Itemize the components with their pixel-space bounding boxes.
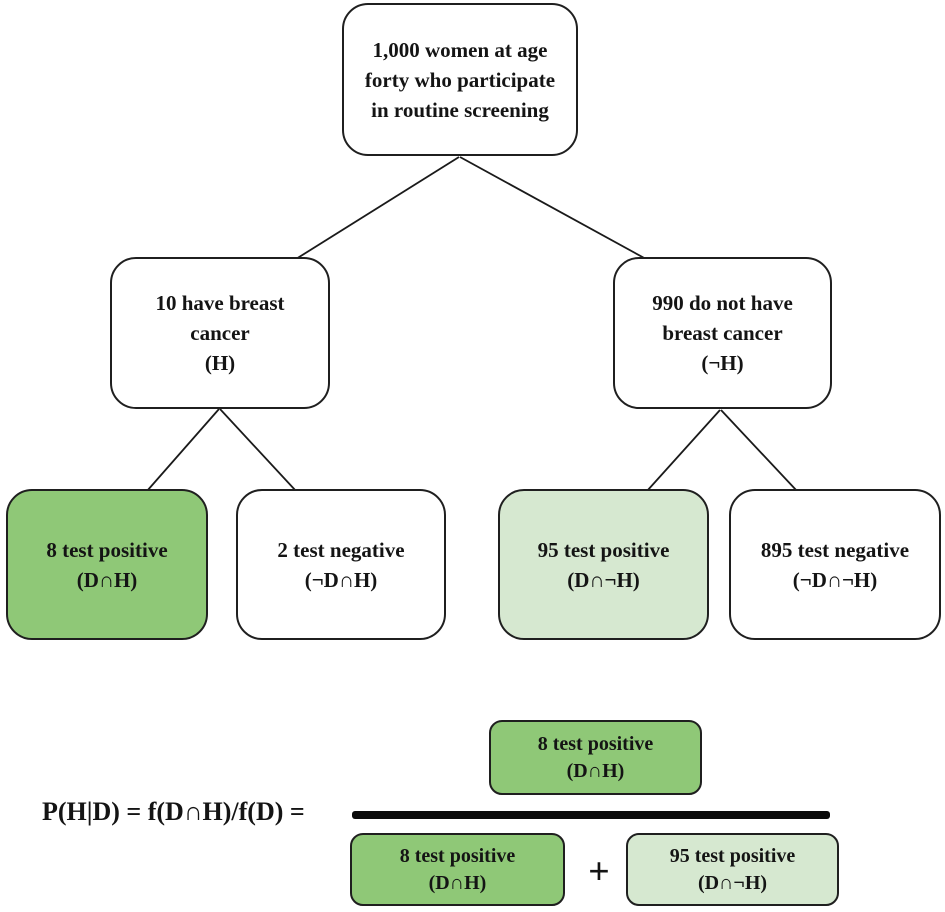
node-text-line: (¬D∩¬H): [792, 567, 878, 592]
formula-box-line: (D∩H): [566, 759, 625, 782]
node-text-line: 10 have breast: [155, 291, 285, 315]
node-test-negative-no-cancer: 895 test negative (¬D∩¬H): [729, 489, 941, 640]
connector-root-to-have-cancer: [295, 156, 460, 260]
formula-numerator-box: 8 test positive (D∩H): [489, 720, 702, 795]
node-text-line: in routine screening: [371, 97, 549, 122]
node-test-positive-with-cancer: 8 test positive (D∩H): [6, 489, 208, 640]
node-text-line: breast cancer: [662, 321, 783, 345]
node-root-population: 1,000 women at age forty who participate…: [342, 3, 578, 156]
formula-lhs: P(H|D) = f(D∩H)/f(D) =: [42, 797, 305, 826]
connector-no-cancer-to-test-positive: [646, 409, 721, 492]
connector-have-cancer-to-test-positive: [146, 408, 220, 492]
connector-no-cancer-to-test-negative: [720, 409, 798, 492]
node-text-line: (H): [204, 351, 236, 375]
node-text-line: 95 test positive: [537, 537, 670, 562]
formula-box-line: 8 test positive: [399, 844, 516, 867]
formula-denominator-right-box: 95 test positive (D∩¬H): [626, 833, 839, 906]
node-text-line: forty who participate: [364, 67, 556, 92]
formula-box-line: (D∩H): [428, 871, 487, 894]
node-have-cancer: 10 have breast cancer (H): [110, 257, 330, 409]
plus-operator: +: [588, 851, 610, 893]
node-text-line: cancer: [190, 321, 250, 345]
node-text-line: 990 do not have: [652, 291, 793, 315]
node-text-line: 895 test negative: [760, 537, 910, 562]
node-text-line: (D∩¬H): [567, 567, 640, 592]
connector-have-cancer-to-test-negative: [219, 408, 297, 492]
fraction-bar: [352, 811, 830, 819]
formula-box-line: 95 test positive: [669, 844, 796, 867]
formula-box-line: 8 test positive: [537, 732, 654, 755]
formula-box-line: (D∩¬H): [697, 871, 768, 894]
node-text-line: 1,000 women at age: [372, 37, 548, 62]
node-text-line: (D∩H): [76, 567, 138, 592]
node-text-line: 8 test positive: [46, 537, 168, 562]
node-test-positive-no-cancer: 95 test positive (D∩¬H): [498, 489, 709, 640]
node-test-negative-with-cancer: 2 test negative (¬D∩H): [236, 489, 446, 640]
node-text-line: (¬H): [701, 351, 744, 375]
node-text-line: 2 test negative: [277, 537, 405, 562]
connector-root-to-no-cancer: [459, 156, 647, 260]
node-no-cancer: 990 do not have breast cancer (¬H): [613, 257, 832, 409]
node-text-line: (¬D∩H): [304, 567, 378, 592]
formula-denominator-left-box: 8 test positive (D∩H): [350, 833, 565, 906]
